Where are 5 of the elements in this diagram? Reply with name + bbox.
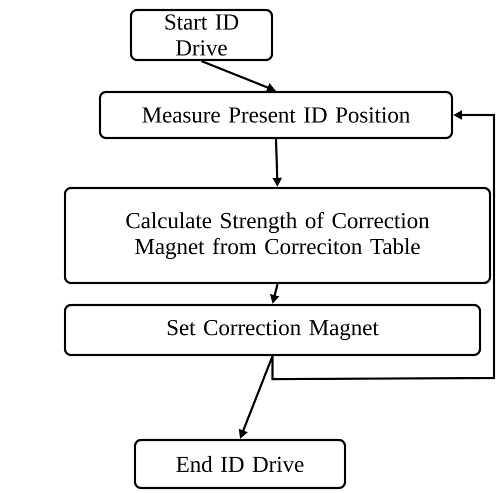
process-box: Measure Present ID Position	[98, 90, 454, 140]
process-box: Calculate Strength of Correction Magnet from Correciton Table	[64, 186, 492, 284]
process-box: End ID Drive	[134, 438, 346, 490]
process-box: Start ID Drive	[130, 8, 274, 62]
process-box: Set Correction Magnet	[64, 304, 482, 356]
